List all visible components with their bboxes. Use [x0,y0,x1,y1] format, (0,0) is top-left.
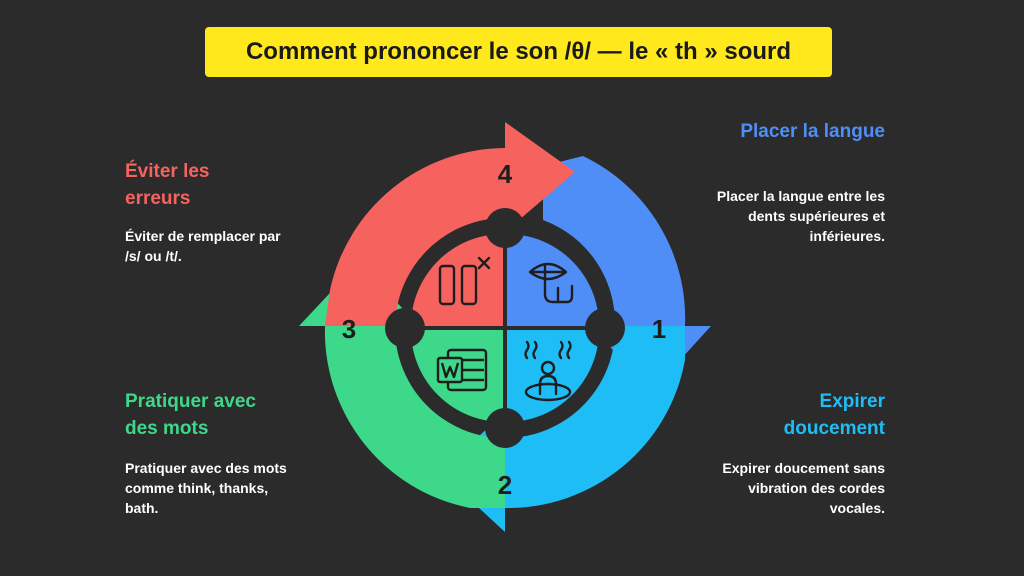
step-2-number: 2 [498,470,512,500]
step-1-description: Placer la langue entre les dents supérie… [716,188,885,244]
step-1-number: 1 [652,314,666,344]
quadrant-step-4 [411,234,503,326]
quadrant-step-1 [507,234,599,326]
notch-left [385,308,425,348]
step-1-title: Placer la langue [740,121,885,142]
step-4-number: 4 [498,159,513,189]
title-banner: Comment prononcer le son /θ/ — le « th »… [205,27,832,77]
step-4-title: Éviter les erreurs [125,161,210,209]
person-exhale-icon [524,340,572,402]
page-title: Comment prononcer le son /θ/ — le « th »… [245,38,792,65]
step-2-description: Expirer doucement sans vibration des cor… [722,460,885,516]
step-3-title: Pratiquer avec des mots [125,391,256,439]
step-4-description: Éviter de remplacer par /s/ ou /t/. [125,228,281,264]
step-3-number: 3 [342,314,356,344]
notch-right [585,308,625,348]
tongue-lips-icon [528,262,574,304]
notch-bottom [485,408,525,448]
notch-top [485,208,525,248]
word-document-icon [436,348,488,392]
step-2-title: Expirer doucement [783,391,885,439]
error-letters-icon [438,256,491,306]
step-3-description: Pratiquer avec des mots comme think, tha… [125,460,287,516]
arrow-step-4 [325,122,575,326]
